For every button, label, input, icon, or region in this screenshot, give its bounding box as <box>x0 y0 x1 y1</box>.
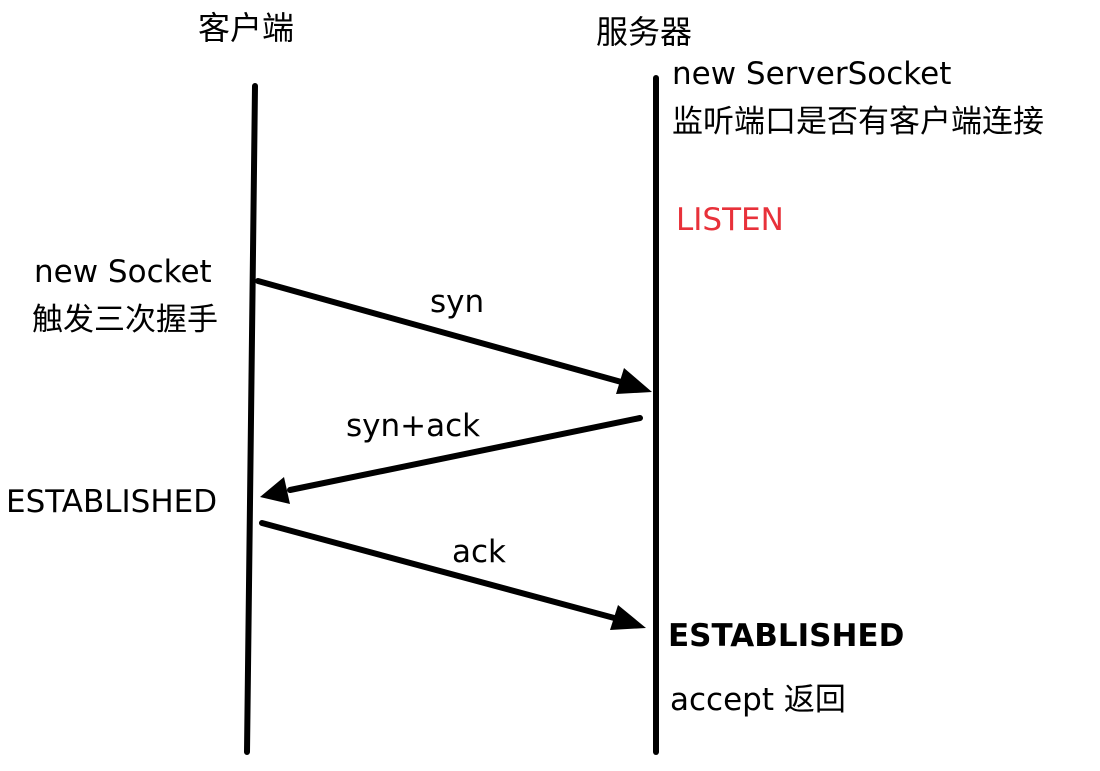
syn-ack-arrow-shaft <box>287 415 643 493</box>
ack-arrowhead <box>610 605 646 630</box>
message-ack-label: ack <box>452 534 506 570</box>
server-state-listen: LISTEN <box>676 202 784 238</box>
syn-arrowhead <box>616 368 652 394</box>
server-lane-title: 服务器 <box>596 13 693 51</box>
client-note-trigger-handshake: 触发三次握手 <box>32 302 218 338</box>
syn-arrow-shaft <box>255 278 628 386</box>
client-lane-title: 客户端 <box>198 9 295 47</box>
client-note-new-socket: new Socket <box>34 254 212 290</box>
message-syn-label: syn <box>430 284 485 320</box>
server-note-listen-port: 监听端口是否有客户端连接 <box>672 104 1044 140</box>
syn-ack-arrowhead <box>260 477 290 504</box>
client-lifeline <box>244 83 258 755</box>
server-note-new-serversocket: new ServerSocket <box>672 56 952 92</box>
client-state-established: ESTABLISHED <box>6 484 218 520</box>
server-accept-return: accept 返回 <box>670 682 846 718</box>
server-state-established: ESTABLISHED <box>668 618 905 654</box>
ack-arrow-shaft <box>259 520 621 622</box>
message-syn-ack-label: syn+ack <box>346 408 481 444</box>
